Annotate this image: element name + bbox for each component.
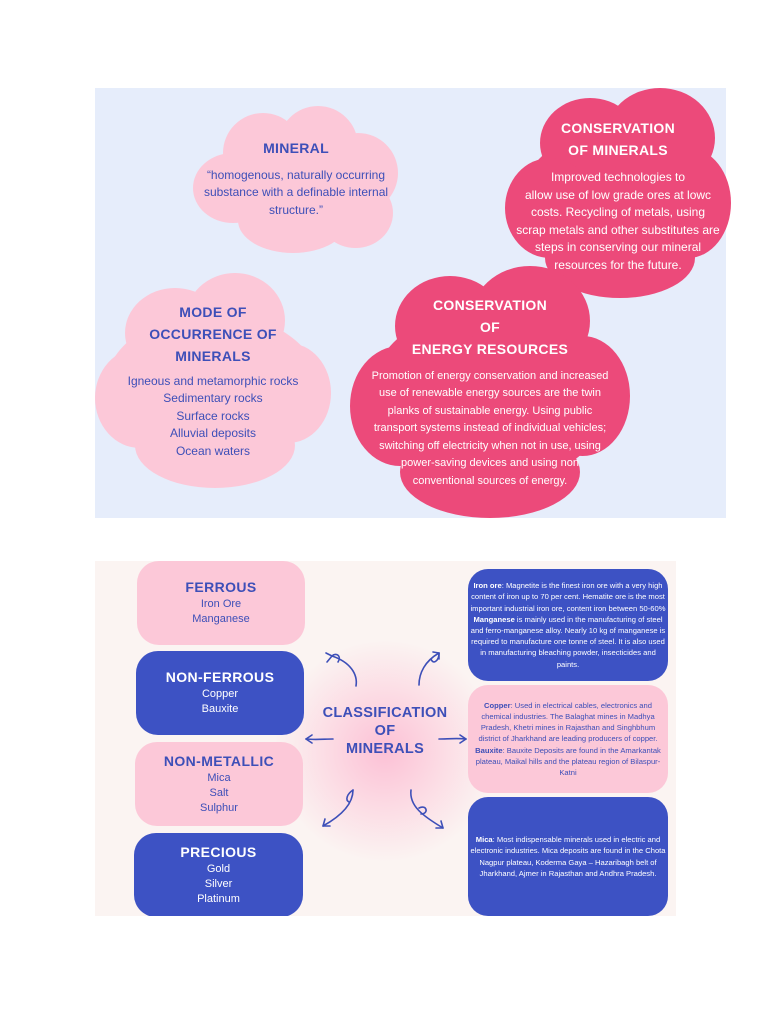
arrow-right-icon (438, 734, 467, 744)
title-line: OF (374, 723, 396, 739)
non-ferrous-box: NON-FERROUS Copper Bauxite (136, 651, 304, 735)
text-line: Improved technologies to (550, 170, 686, 184)
mica-label: Mica (475, 835, 493, 845)
category-item: Mica (207, 771, 231, 784)
iron-ore-info: Iron ore: Magnetite is the finest iron o… (470, 580, 666, 614)
ferrous-title: FERROUS (185, 579, 257, 595)
text-line: power-saving devices and using non (401, 457, 579, 470)
text-line: resources for the future. (554, 257, 682, 272)
category-item: Iron Ore (200, 598, 242, 610)
list-item: Alluvial deposits (169, 426, 257, 441)
bauxite-text: : Bauxite Deposits are found in the Amar… (475, 745, 661, 777)
text-line: transport systems instead of individual … (373, 422, 607, 435)
copper-text: : Used in electrical cables, electronics… (478, 700, 658, 744)
category-item: Platinum (197, 892, 240, 905)
mode-of-occurrence-cloud: MODE OF OCCURRENCE OF MINERALS Igneous a… (95, 273, 331, 488)
occurrence-list: Igneous and metamorphic rocks Sedimentar… (128, 373, 299, 461)
non-ferrous-info-box: Copper: Used in electrical cables, elect… (468, 685, 668, 793)
text-line: substance with a definable internal (203, 185, 389, 200)
curved-arrow-up-right-icon (418, 651, 440, 686)
category-item: Manganese (192, 613, 250, 625)
precious-title: PRECIOUS (180, 843, 257, 860)
text-line: switching off electricity when not in us… (379, 439, 601, 452)
arrow-left-icon (305, 734, 334, 744)
classification-panel: CLASSIFICATION OF MINERALS FERROUS Iron … (95, 561, 676, 916)
category-item: Sulphur (200, 801, 238, 814)
text-line: structure.” (268, 202, 323, 217)
conservation-energy-text: Promotion of energy conservation and inc… (372, 368, 609, 491)
category-item: Gold (206, 862, 231, 875)
center-glow (270, 641, 500, 861)
non-metallic-title: NON-METALLIC (163, 752, 275, 769)
list-item: Sedimentary rocks (163, 391, 263, 406)
copper-label: Copper (484, 700, 511, 710)
text-line: “homogenous, naturally occurring (206, 167, 386, 182)
conservation-panel: MINERAL “homogenous, naturally occurring… (95, 88, 731, 518)
title-line: OF MINERALS (568, 142, 668, 158)
conservation-minerals-cloud: CONSERVATION OF MINERALS Improved techno… (505, 88, 731, 303)
text-line: allow use of low grade ores at lowc (524, 187, 712, 202)
category-item: Copper (201, 688, 239, 700)
list-item: Surface rocks (176, 408, 250, 423)
mineral-title: MINERAL (263, 139, 329, 156)
text-line: steps in conserving our mineral (534, 240, 702, 254)
iron-ore-label: Iron ore (473, 581, 502, 591)
title-line: CONSERVATION (432, 296, 548, 313)
title-line: CLASSIFICATION (322, 705, 448, 721)
iron-ore-text: : Magnetite is the finest iron ore with … (470, 581, 666, 613)
ferrous-box: FERROUS Iron Ore Manganese (137, 561, 305, 645)
mica-info: Mica: Most indispensable minerals used i… (470, 834, 666, 879)
non-ferrous-title: NON-FERROUS (165, 669, 275, 685)
text-line: planks of sustainable energy. Using publ… (387, 404, 593, 417)
classification-title: CLASSIFICATION OF MINERALS (310, 704, 460, 758)
conservation-energy-cloud: CONSERVATION OF ENERGY RESOURCES Promoti… (350, 266, 630, 518)
non-metallic-box: NON-METALLIC Mica Salt Sulphur (135, 742, 303, 826)
title-line: OF (479, 318, 501, 335)
bauxite-info: Bauxite: Bauxite Deposits are found in t… (470, 745, 666, 779)
text-line: Promotion of energy conservation and inc… (371, 369, 609, 382)
mica-text: : Most indispensable minerals used in el… (470, 835, 666, 878)
title-line: CONSERVATION (560, 120, 676, 136)
mineral-definition: “homogenous, naturally occurring substan… (204, 167, 388, 220)
text-line: conventional sources of energy. (412, 474, 568, 487)
manganese-text: is mainly used in the manufacturing of s… (470, 614, 666, 669)
conservation-minerals-title: CONSERVATION OF MINERALS (561, 117, 675, 161)
manganese-label: Manganese (473, 614, 515, 624)
category-item: Bauxite (201, 703, 239, 715)
title-line: ENERGY RESOURCES (411, 340, 569, 357)
conservation-energy-title: CONSERVATION OF ENERGY RESOURCES (412, 294, 568, 360)
ferrous-info-box: Iron ore: Magnetite is the finest iron o… (468, 569, 668, 681)
bauxite-label: Bauxite (475, 745, 503, 755)
title-line: MINERALS (345, 741, 425, 757)
manganese-info: Manganese is mainly used in the manufact… (470, 614, 666, 670)
text-line: costs. Recycling of metals, using (530, 205, 706, 219)
precious-box: PRECIOUS Gold Silver Platinum (134, 833, 303, 916)
curved-arrow-down-right-icon (410, 789, 444, 829)
curved-arrow-down-left-icon (322, 789, 354, 827)
list-item: Igneous and metamorphic rocks (127, 373, 299, 388)
text-line: use of renewable energy sources are the … (379, 387, 601, 400)
copper-info: Copper: Used in electrical cables, elect… (470, 700, 666, 745)
conservation-minerals-text: Improved technologies to allow use of lo… (516, 169, 719, 274)
curved-arrow-up-left-icon (325, 652, 358, 687)
category-item: Salt (209, 786, 229, 799)
title-line: MINERALS (175, 347, 251, 364)
list-item: Ocean waters (175, 443, 251, 458)
text-line: scrap metals and other substitutes are (516, 222, 720, 237)
title-line: OCCURRENCE OF (149, 325, 277, 342)
mode-of-occurrence-title: MODE OF OCCURRENCE OF MINERALS (149, 301, 277, 367)
category-item: Silver (204, 877, 233, 890)
non-metallic-info-box: Mica: Most indispensable minerals used i… (468, 797, 668, 916)
title-line: MODE OF (179, 303, 247, 320)
mineral-cloud: MINERAL “homogenous, naturally occurring… (188, 98, 404, 258)
